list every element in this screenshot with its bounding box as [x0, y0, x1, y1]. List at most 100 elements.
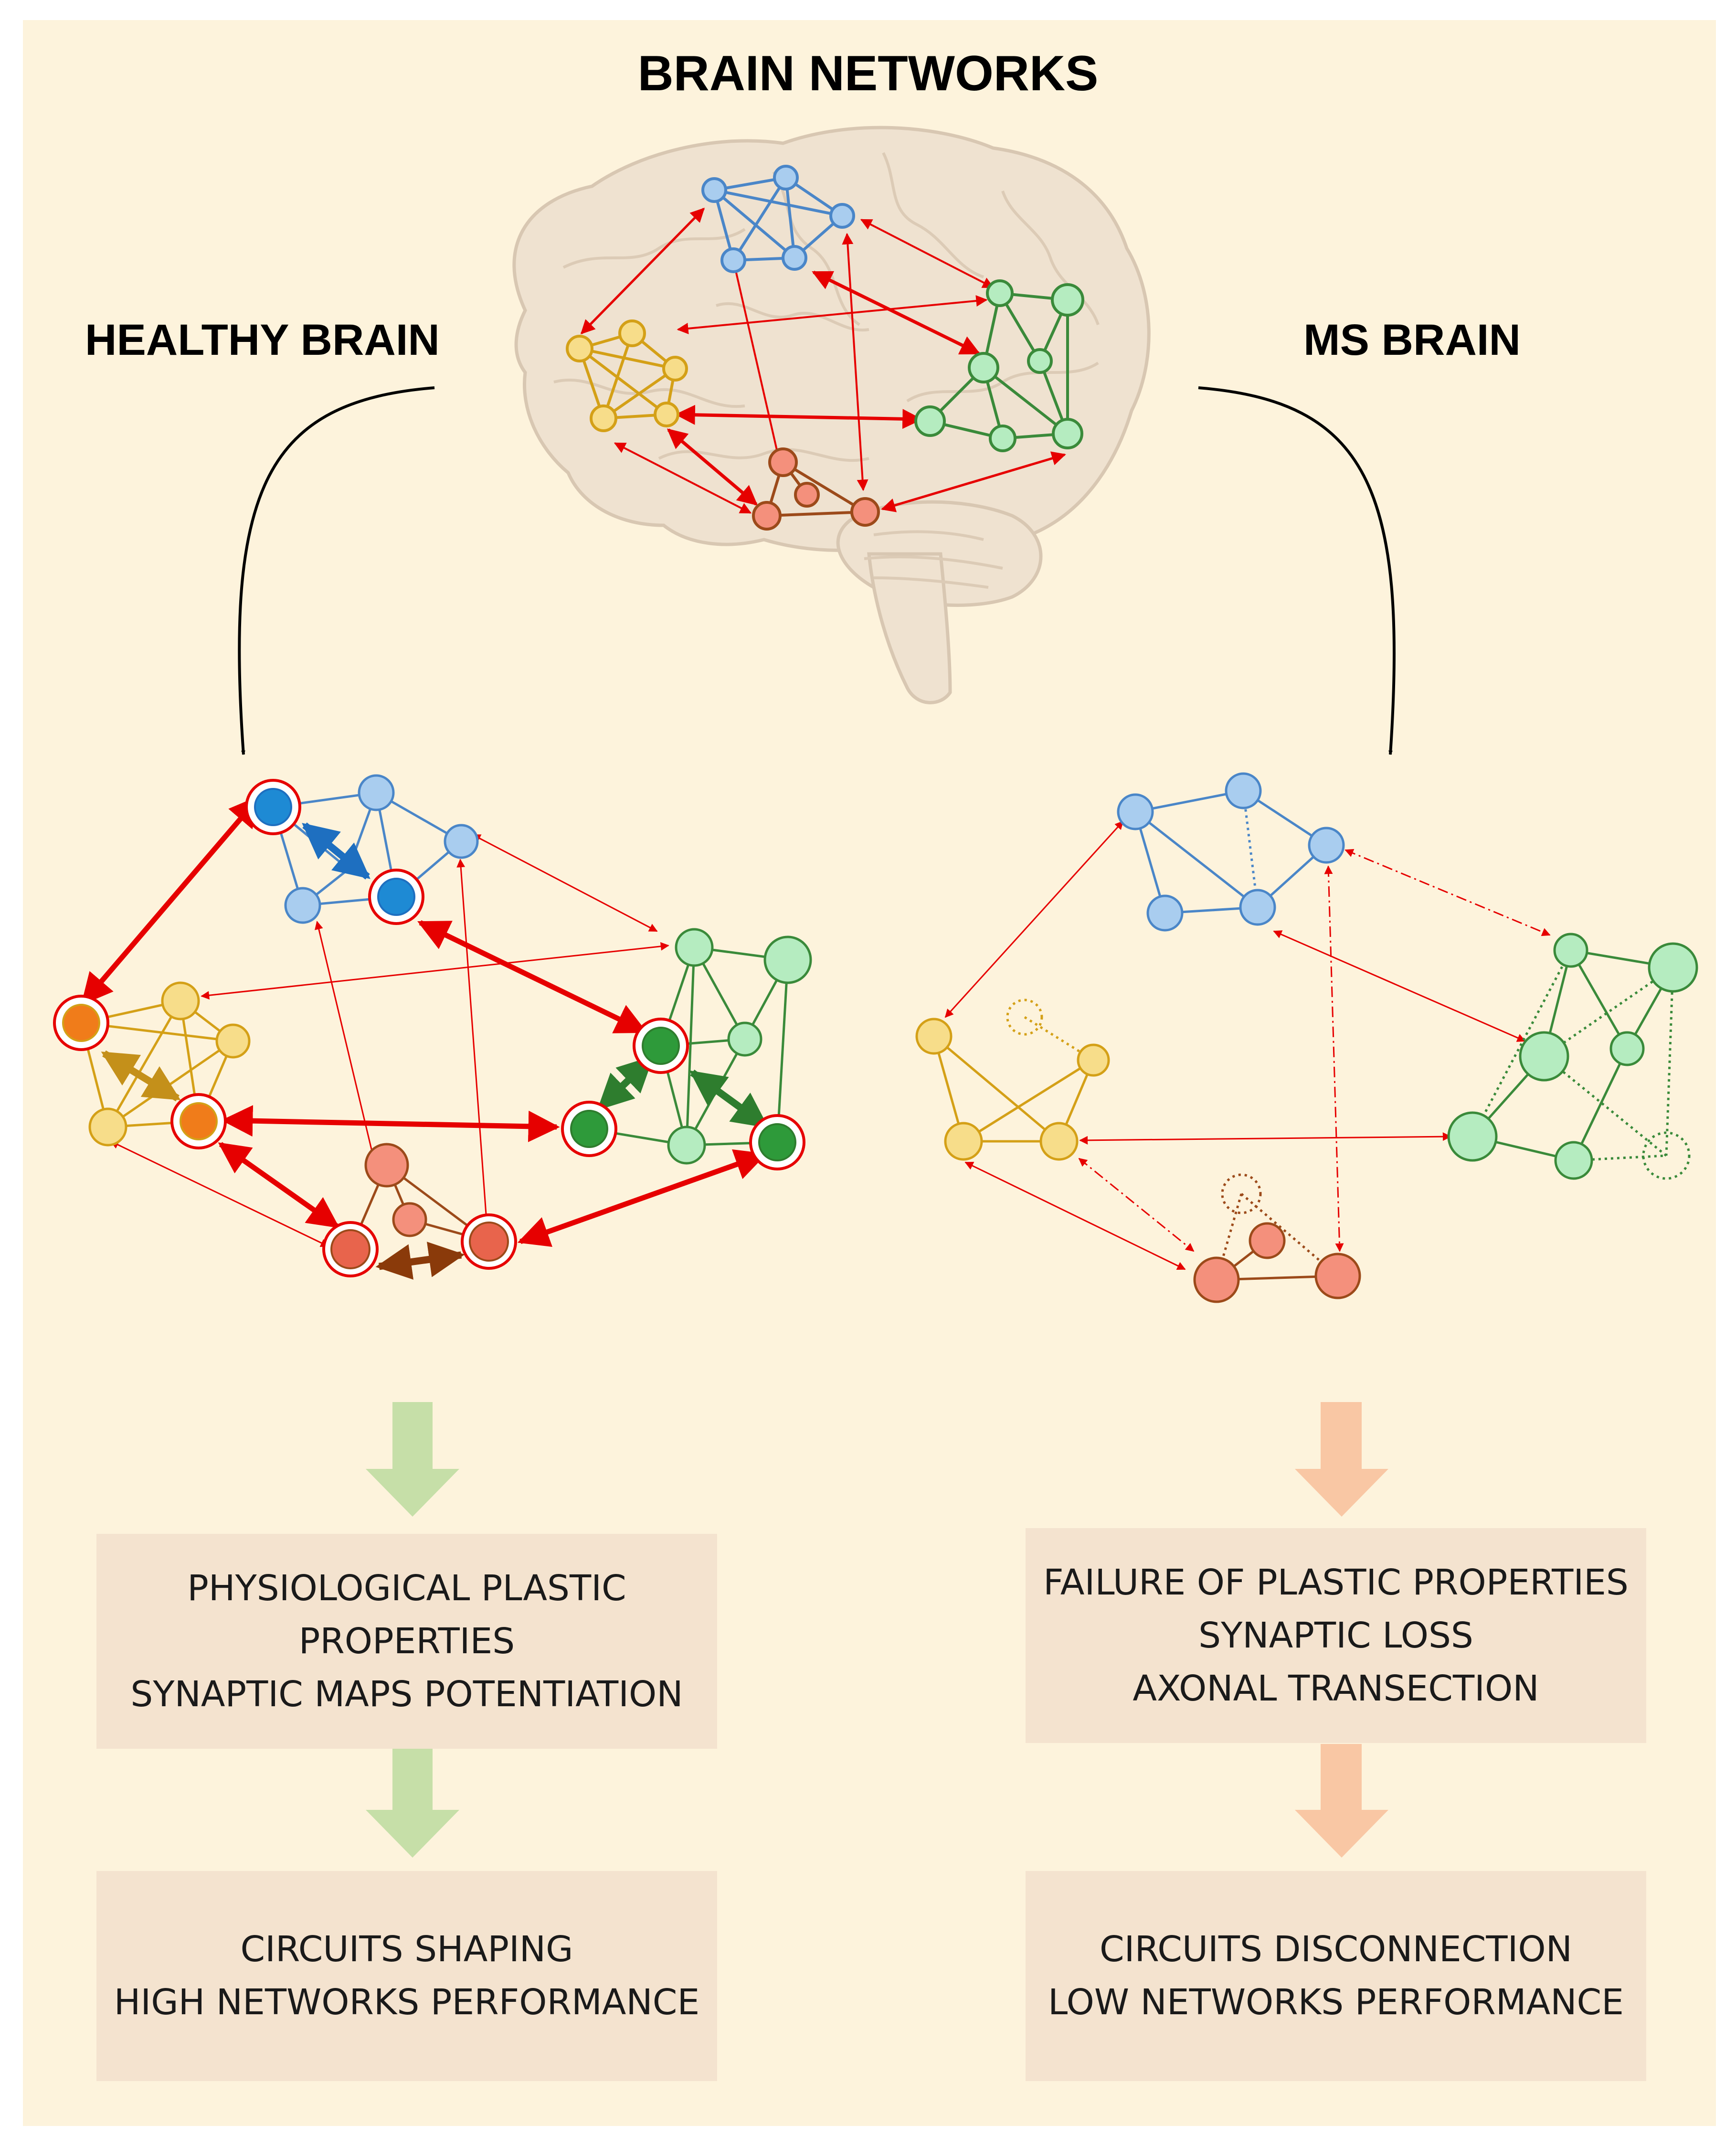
- ms-network-diagram: [915, 772, 1698, 1303]
- top-connection: [580, 207, 705, 335]
- network-node: [986, 279, 1014, 307]
- orange-down-arrow-2: [1295, 1744, 1388, 1858]
- potentiated-node: [180, 1102, 218, 1140]
- healthy-blue-potentiated-nodes: [245, 779, 424, 925]
- network-node: [566, 335, 593, 362]
- ms-effects-line: SYNAPTIC LOSS: [1198, 1615, 1473, 1656]
- potentiated-node: [330, 1229, 370, 1269]
- lost-node: [1221, 1173, 1262, 1214]
- healthy-yellow-potentiated-nodes: [53, 995, 227, 1149]
- healthy-inter-connections: [81, 795, 767, 1247]
- healthy-green-potentiation-arrow: [689, 1069, 769, 1129]
- lost-node: [1642, 1131, 1691, 1180]
- network-node: [1051, 283, 1084, 317]
- network-node: [284, 887, 321, 924]
- healthy-blue-potentiation-arrow: [302, 822, 370, 880]
- top-orange-network: [752, 447, 880, 531]
- network-node: [358, 774, 395, 811]
- top-connection: [677, 295, 988, 334]
- arrow-to-healthy: [238, 386, 435, 755]
- network-node: [1553, 933, 1588, 968]
- healthy-effects-line: SYNAPTIC MAPS POTENTIATION: [130, 1673, 683, 1715]
- network-node: [794, 482, 820, 508]
- network-node: [782, 245, 807, 271]
- network-node: [763, 935, 812, 984]
- green-down-arrow-1: [366, 1402, 459, 1517]
- healthy-outcome-box: CIRCUITS SHAPING HIGH NETWORKS PERFORMAN…: [96, 1871, 717, 2081]
- top-blue-network: [701, 165, 855, 273]
- network-node: [1648, 942, 1698, 993]
- network-node: [944, 1122, 983, 1161]
- network-node: [1225, 772, 1262, 809]
- potentiated-node: [642, 1027, 680, 1065]
- ms-yellow-network: [932, 1016, 1095, 1143]
- network-node: [1117, 793, 1154, 830]
- network-node: [618, 319, 646, 347]
- network-node: [1249, 1222, 1286, 1259]
- ms-effects-box: FAILURE OF PLASTIC PROPERTIES SYNAPTIC L…: [1026, 1528, 1646, 1743]
- lost-node: [1006, 999, 1043, 1036]
- network-node: [1609, 1031, 1645, 1066]
- healthy-outcome-line: CIRCUITS SHAPING: [240, 1929, 573, 1970]
- network-node: [915, 1018, 953, 1055]
- network-node: [1308, 827, 1345, 864]
- ms-effects-line: FAILURE OF PLASTIC PROPERTIES: [1043, 1562, 1629, 1603]
- healthy-brain-label: HEALTHY BRAIN: [85, 316, 440, 364]
- ms-effects-line: AXONAL TRANSECTION: [1133, 1668, 1539, 1709]
- network-node: [989, 425, 1016, 452]
- network-node: [364, 1143, 409, 1188]
- network-node: [829, 203, 855, 229]
- arrow-to-ms: [1198, 386, 1396, 755]
- network-node: [914, 405, 946, 437]
- top-green-network: [914, 279, 1084, 452]
- network-node: [215, 1023, 251, 1059]
- healthy-network-diagram: [53, 774, 812, 1280]
- network-node: [1039, 1122, 1079, 1161]
- top-inter-network-connections: [580, 207, 1066, 514]
- network-node: [1554, 1141, 1593, 1180]
- network-node: [720, 247, 746, 273]
- network-node: [662, 356, 688, 382]
- network-node: [392, 1202, 427, 1237]
- network-node: [773, 165, 799, 191]
- healthy-orange-potentiated-nodes: [322, 1213, 517, 1277]
- network-node: [752, 501, 782, 531]
- ms-inter-connections: [944, 820, 1551, 1270]
- orange-down-arrow-1: [1295, 1402, 1388, 1517]
- brain-stem: [867, 552, 952, 704]
- healthy-green-potentiated-nodes: [561, 1018, 805, 1170]
- network-node: [768, 447, 798, 477]
- network-node: [1193, 1256, 1240, 1303]
- healthy-effects-line: PROPERTIES: [298, 1620, 515, 1662]
- network-node: [1077, 1043, 1110, 1077]
- potentiated-node: [377, 878, 415, 916]
- healthy-orange-potentiation-arrow: [375, 1242, 465, 1280]
- ms-flow-arrows: [1295, 1402, 1388, 1858]
- top-yellow-network: [566, 319, 688, 432]
- ms-outcome-line: LOW NETWORKS PERFORMANCE: [1048, 1982, 1624, 2023]
- network-node: [667, 1126, 706, 1165]
- network-node: [1027, 348, 1053, 374]
- network-node: [675, 928, 714, 967]
- network-node: [1519, 1031, 1569, 1082]
- healthy-effects-line: PHYSIOLOGICAL PLASTIC: [187, 1567, 626, 1609]
- healthy-flow-arrows: [366, 1402, 459, 1858]
- network-node: [590, 404, 617, 432]
- network-node: [850, 497, 880, 527]
- ms-brain-label: MS BRAIN: [1303, 316, 1521, 364]
- network-node: [1314, 1253, 1361, 1299]
- network-node: [1447, 1111, 1498, 1162]
- potentiated-node: [570, 1110, 608, 1148]
- healthy-yellow-potentiation-arrow: [101, 1050, 181, 1102]
- network-node: [968, 352, 999, 383]
- network-node: [727, 1021, 762, 1057]
- top-connection: [881, 451, 1066, 512]
- top-connection: [667, 428, 758, 506]
- network-node: [1239, 889, 1276, 926]
- healthy-outcome-line: HIGH NETWORKS PERFORMANCE: [114, 1982, 700, 2023]
- network-node: [654, 402, 679, 427]
- potentiated-node: [758, 1123, 796, 1161]
- network-node: [1146, 894, 1184, 932]
- ms-outcome-box: CIRCUITS DISCONNECTION LOW NETWORKS PERF…: [1026, 1871, 1646, 2081]
